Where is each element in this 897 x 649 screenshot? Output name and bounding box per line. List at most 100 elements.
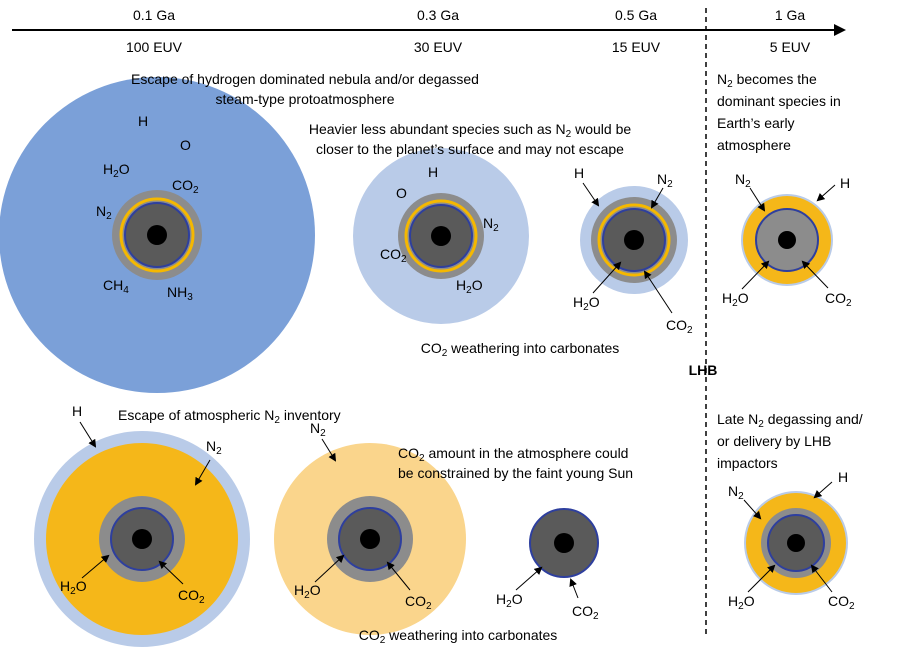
arrow-h <box>813 481 833 499</box>
arrow-h2o <box>592 261 622 294</box>
arrow-co2 <box>801 260 829 289</box>
label-o: O <box>396 185 407 201</box>
label-co2: CO2 <box>825 290 852 309</box>
label-h2o: H2O <box>728 593 755 612</box>
arrow-co2 <box>569 578 579 599</box>
bottom-caption-3-line1: Late N2 degassing and/ <box>717 411 863 430</box>
bottom-weathering-caption: CO2 weathering into carbonates <box>359 627 558 646</box>
label-h2o: H2O <box>573 294 600 313</box>
timeline: 0.1 Ga 100 EUV 0.3 Ga 30 EUV 0.5 Ga 15 E… <box>12 7 846 55</box>
timeline-arrowhead <box>834 24 846 36</box>
label-h2o: H2O <box>60 578 87 597</box>
yellow-ring <box>404 199 478 273</box>
bottom-caption-1: Escape of atmospheric N2 inventory <box>118 407 341 426</box>
bottom-caption-3-line2: or delivery by LHB <box>717 433 831 449</box>
tick-time-0: 0.1 Ga <box>133 7 175 23</box>
tick-euv-2: 15 EUV <box>612 39 661 55</box>
label-h2o: H2O <box>456 277 483 296</box>
top-planet-1 <box>0 77 315 393</box>
label-h2o: H2O <box>294 582 321 601</box>
label-h2o: H2O <box>103 161 130 180</box>
bottom-planet-1 <box>34 431 250 647</box>
arrow-co2 <box>158 560 184 585</box>
label-co2: CO2 <box>405 593 432 612</box>
label-nh3: NH3 <box>167 284 193 303</box>
top-caption-1-line1: Escape of hydrogen dominated nebula and/… <box>131 71 479 87</box>
top-planet-2 <box>353 148 529 324</box>
tick-time-2: 0.5 Ga <box>615 7 657 23</box>
top-planet-4 <box>741 194 833 286</box>
arrow-h2o <box>81 554 110 579</box>
core <box>787 534 805 552</box>
arrow-n2 <box>194 459 211 486</box>
arrow-h2o <box>747 564 776 593</box>
top-caption-3-line3: Earth’s early <box>717 115 795 131</box>
label-h: H <box>838 469 848 485</box>
core <box>132 529 152 549</box>
tick-time-1: 0.3 Ga <box>417 7 459 23</box>
label-h: H <box>72 403 82 419</box>
label-n2: N2 <box>310 420 326 439</box>
label-h: H <box>840 175 850 191</box>
bottom-planet-4 <box>744 491 848 595</box>
label-co2: CO2 <box>828 593 855 612</box>
label-co2: CO2 <box>178 587 205 606</box>
arrow-n2 <box>749 187 766 212</box>
arrow-n2 <box>743 499 762 520</box>
core <box>554 533 574 553</box>
arrow-h2o <box>515 566 543 591</box>
top-planet-3 <box>580 186 688 294</box>
top-caption-3-line1: N2 becomes the <box>717 71 817 90</box>
label-co2: CO2 <box>666 317 693 336</box>
bottom-caption-2-line1: CO2 amount in the atmosphere could <box>398 445 628 464</box>
tick-time-3: 1 Ga <box>775 7 806 23</box>
label-h2o: H2O <box>722 290 749 309</box>
lhb-label: LHB <box>689 362 718 378</box>
top-caption-3-line2: dominant species in <box>717 93 841 109</box>
arrow-h2o <box>314 554 345 583</box>
label-n2: N2 <box>728 483 744 502</box>
label-h: H <box>428 164 438 180</box>
tick-euv-0: 100 EUV <box>126 39 183 55</box>
tick-euv-1: 30 EUV <box>414 39 463 55</box>
yellow-ring <box>597 203 671 277</box>
label-ch4: CH4 <box>103 277 129 296</box>
arrow-n2 <box>650 187 664 209</box>
label-n2: N2 <box>657 171 673 190</box>
core <box>624 230 644 250</box>
top-caption-2-line1: Heavier less abundant species such as N2… <box>309 121 632 140</box>
label-h: H <box>574 165 584 181</box>
bottom-caption-2-line2: be constrained by the faint young Sun <box>398 465 633 481</box>
bottom-planet-2 <box>274 443 466 635</box>
label-n2: N2 <box>735 171 751 190</box>
core <box>360 529 380 549</box>
label-co2: CO2 <box>172 177 199 196</box>
label-h: H <box>138 113 148 129</box>
label-co2: CO2 <box>380 246 407 265</box>
arrow-h <box>582 182 600 207</box>
top-caption-1-line2: steam-type protoatmosphere <box>216 91 395 107</box>
top-caption-2-line2: closer to the planet’s surface and may n… <box>316 141 624 157</box>
arrow-co2 <box>386 561 411 591</box>
arrow-n2 <box>321 438 337 462</box>
label-h2o: H2O <box>496 591 523 610</box>
bottom-caption-3-line3: impactors <box>717 455 778 471</box>
core <box>431 226 451 246</box>
core <box>778 231 796 249</box>
arrow-h <box>816 184 836 202</box>
arrow-co2 <box>643 270 673 314</box>
tick-euv-3: 5 EUV <box>770 39 811 55</box>
label-co2: CO2 <box>572 603 599 622</box>
arrow-h2o <box>741 260 770 290</box>
label-n2: N2 <box>206 438 222 457</box>
core <box>147 225 167 245</box>
bottom-planet-3 <box>529 508 599 578</box>
yellow-ring <box>119 197 195 273</box>
top-weathering-caption: CO2 weathering into carbonates <box>421 340 620 359</box>
label-n2: N2 <box>96 203 112 222</box>
label-n2: N2 <box>483 215 499 234</box>
top-caption-3-line4: atmosphere <box>717 137 791 153</box>
arrow-h <box>79 421 97 448</box>
arrow-co2 <box>810 564 833 593</box>
